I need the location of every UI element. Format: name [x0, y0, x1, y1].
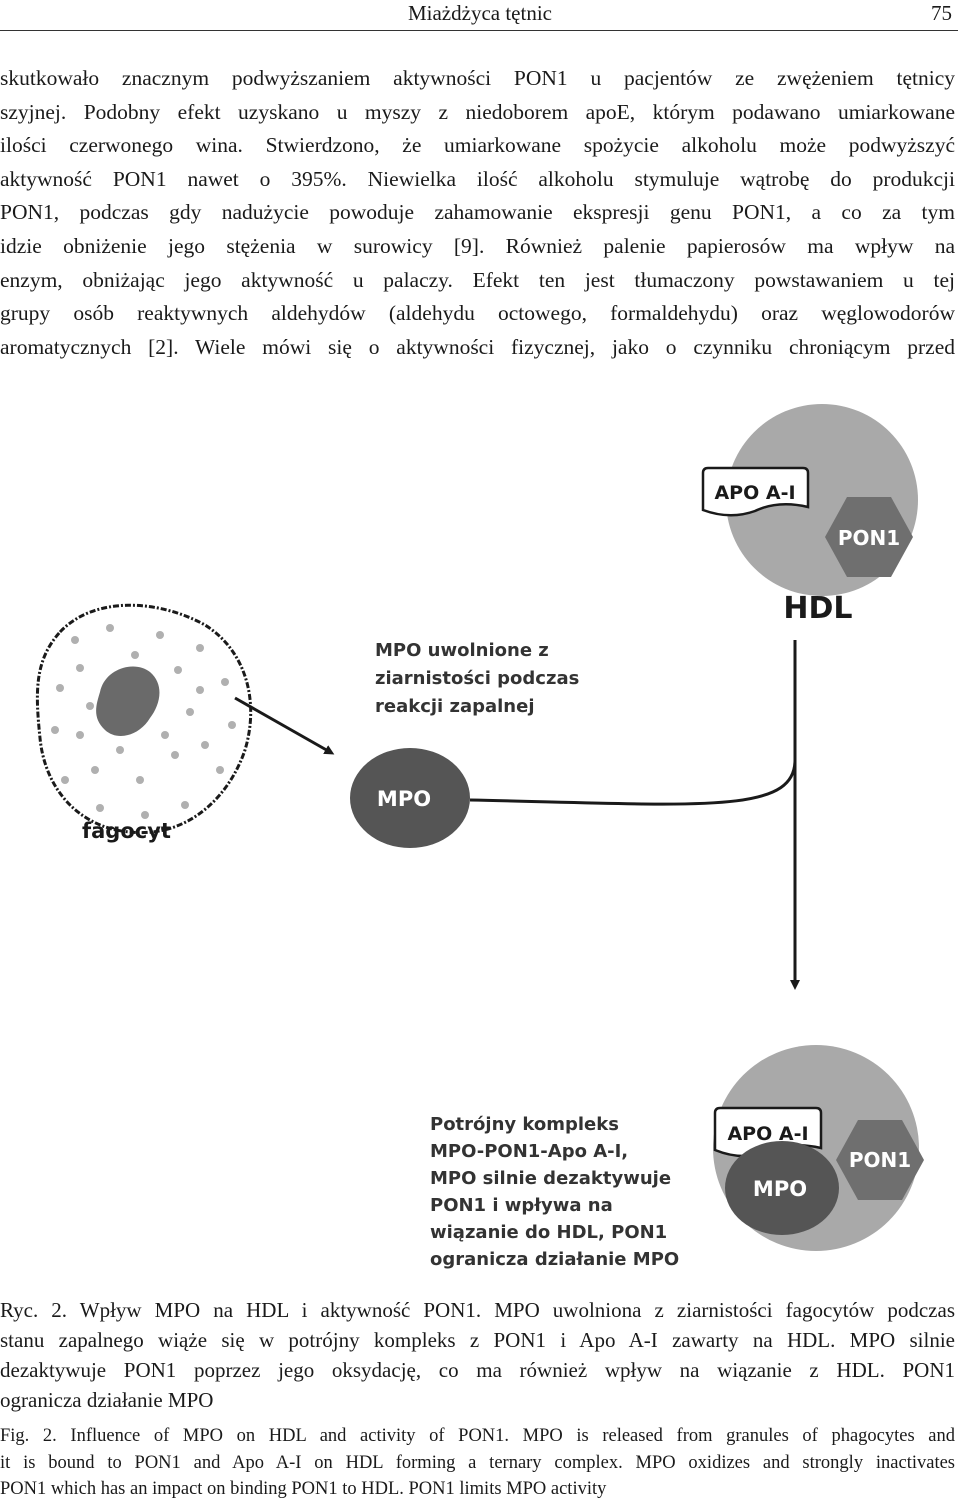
caption-line: PON1 which has an impact on binding PON1… — [0, 1479, 607, 1499]
mpo-bound-label: MPO — [753, 1177, 807, 1201]
caption-line: ogranicza działanie MPO — [0, 1388, 214, 1412]
release-label-line: ziarnistości podczas — [375, 668, 579, 689]
body-paragraph: skutkowało znacznym podwyższaniem aktywn… — [0, 62, 955, 364]
release-label-line: reakcji zapalnej — [375, 696, 535, 717]
mpo-join-curve — [469, 759, 797, 806]
caption-line: dezaktywuje PON1 poprzez jego oksydację,… — [0, 1358, 955, 1382]
mpo-bound: MPO — [725, 1141, 839, 1235]
figure-caption-en: Fig. 2. Influence of MPO on HDL and acti… — [0, 1423, 955, 1503]
pon1-hexagon-bottom: PON1 — [836, 1120, 924, 1200]
body-line: skutkowało znacznym podwyższaniem aktywn… — [0, 66, 955, 90]
pon1-label-bottom: PON1 — [849, 1148, 911, 1172]
apo-a1-tag-bottom: APO A-I — [713, 1106, 823, 1158]
page-number: 75 — [931, 1, 952, 25]
caption-line: Fig. 2. Influence of MPO on HDL and acti… — [0, 1426, 955, 1446]
pon1-label-top: PON1 — [838, 526, 900, 550]
apo-a1-tag-top: APO A-I — [701, 466, 810, 517]
body-line: szyjnej. Podobny efekt uzyskano u myszy … — [0, 99, 955, 124]
hdl-complex-bottom: APO A-I PON1 MPO — [713, 1045, 924, 1251]
figure-diagram: APO A-I PON1 HDL fagoc — [35, 404, 924, 1270]
caption-line: stanu zapalnego wiąże się w potrójny kom… — [0, 1328, 955, 1352]
body-line: enzym, obniżając jego aktywność u palacz… — [0, 267, 955, 292]
cell-nucleus — [96, 666, 160, 737]
body-line: grupy osób reaktywnych aldehydów (aldehy… — [0, 301, 955, 326]
mpo-label: MPO — [377, 787, 431, 811]
complex-label-line: MPO-PON1-Apo A-I, — [430, 1141, 628, 1162]
complex-label-line: Potrójny kompleks — [430, 1114, 619, 1135]
running-header: Miażdżyca tętnic 75 — [0, 0, 960, 31]
granules — [51, 624, 236, 819]
body-line: ilości czerwonego wina. Stwierdzono, że … — [0, 133, 955, 158]
figure-caption-pl: Ryc. 2. Wpływ MPO na HDL i aktywność PON… — [0, 1295, 955, 1415]
release-arrow — [234, 696, 335, 755]
complex-label-line: MPO silnie dezaktywuje — [430, 1168, 671, 1189]
body-line: PON1, podczas gdy nadużycie powoduje zah… — [0, 200, 955, 225]
complex-label: Potrójny kompleks MPO-PON1-Apo A-I, MPO … — [430, 1114, 679, 1270]
apo-a1-label-top: APO A-I — [714, 482, 795, 504]
phagocyte-cell — [35, 603, 253, 835]
complex-label-line: PON1 i wpływa na — [430, 1195, 613, 1216]
body-line: aktywność PON1 nawet o 395%. Niewielka i… — [0, 166, 955, 191]
figure-mpo-hdl: APO A-I PON1 HDL fagoc — [0, 380, 960, 1280]
complex-label-line: wiązanie do HDL, PON1 — [430, 1222, 667, 1243]
pon1-hexagon-top: PON1 — [825, 497, 913, 577]
running-title: Miażdżyca tętnic — [407, 1, 552, 25]
caption-line: it is bound to PON1 and Apo A-I on HDL f… — [0, 1452, 955, 1473]
mpo-free: MPO — [350, 748, 470, 848]
complex-label-line: ogranicza działanie MPO — [430, 1249, 679, 1270]
release-label-line: MPO uwolnione z — [375, 640, 549, 661]
hdl-particle-top: APO A-I PON1 HDL — [701, 404, 918, 626]
body-line: idzie obniżenie jego stężenia w surowicy… — [0, 233, 955, 258]
hdl-label: HDL — [783, 591, 852, 626]
header-rule — [0, 30, 958, 31]
caption-line: Ryc. 2. Wpływ MPO na HDL i aktywność PON… — [0, 1298, 955, 1322]
release-label: MPO uwolnione z ziarnistości podczas rea… — [375, 640, 579, 717]
apo-a1-label-bottom: APO A-I — [727, 1123, 808, 1145]
body-line: aromatycznych [2]. Wiele mówi się o akty… — [0, 334, 955, 359]
phagocyte-label: fagocyt — [82, 819, 171, 843]
